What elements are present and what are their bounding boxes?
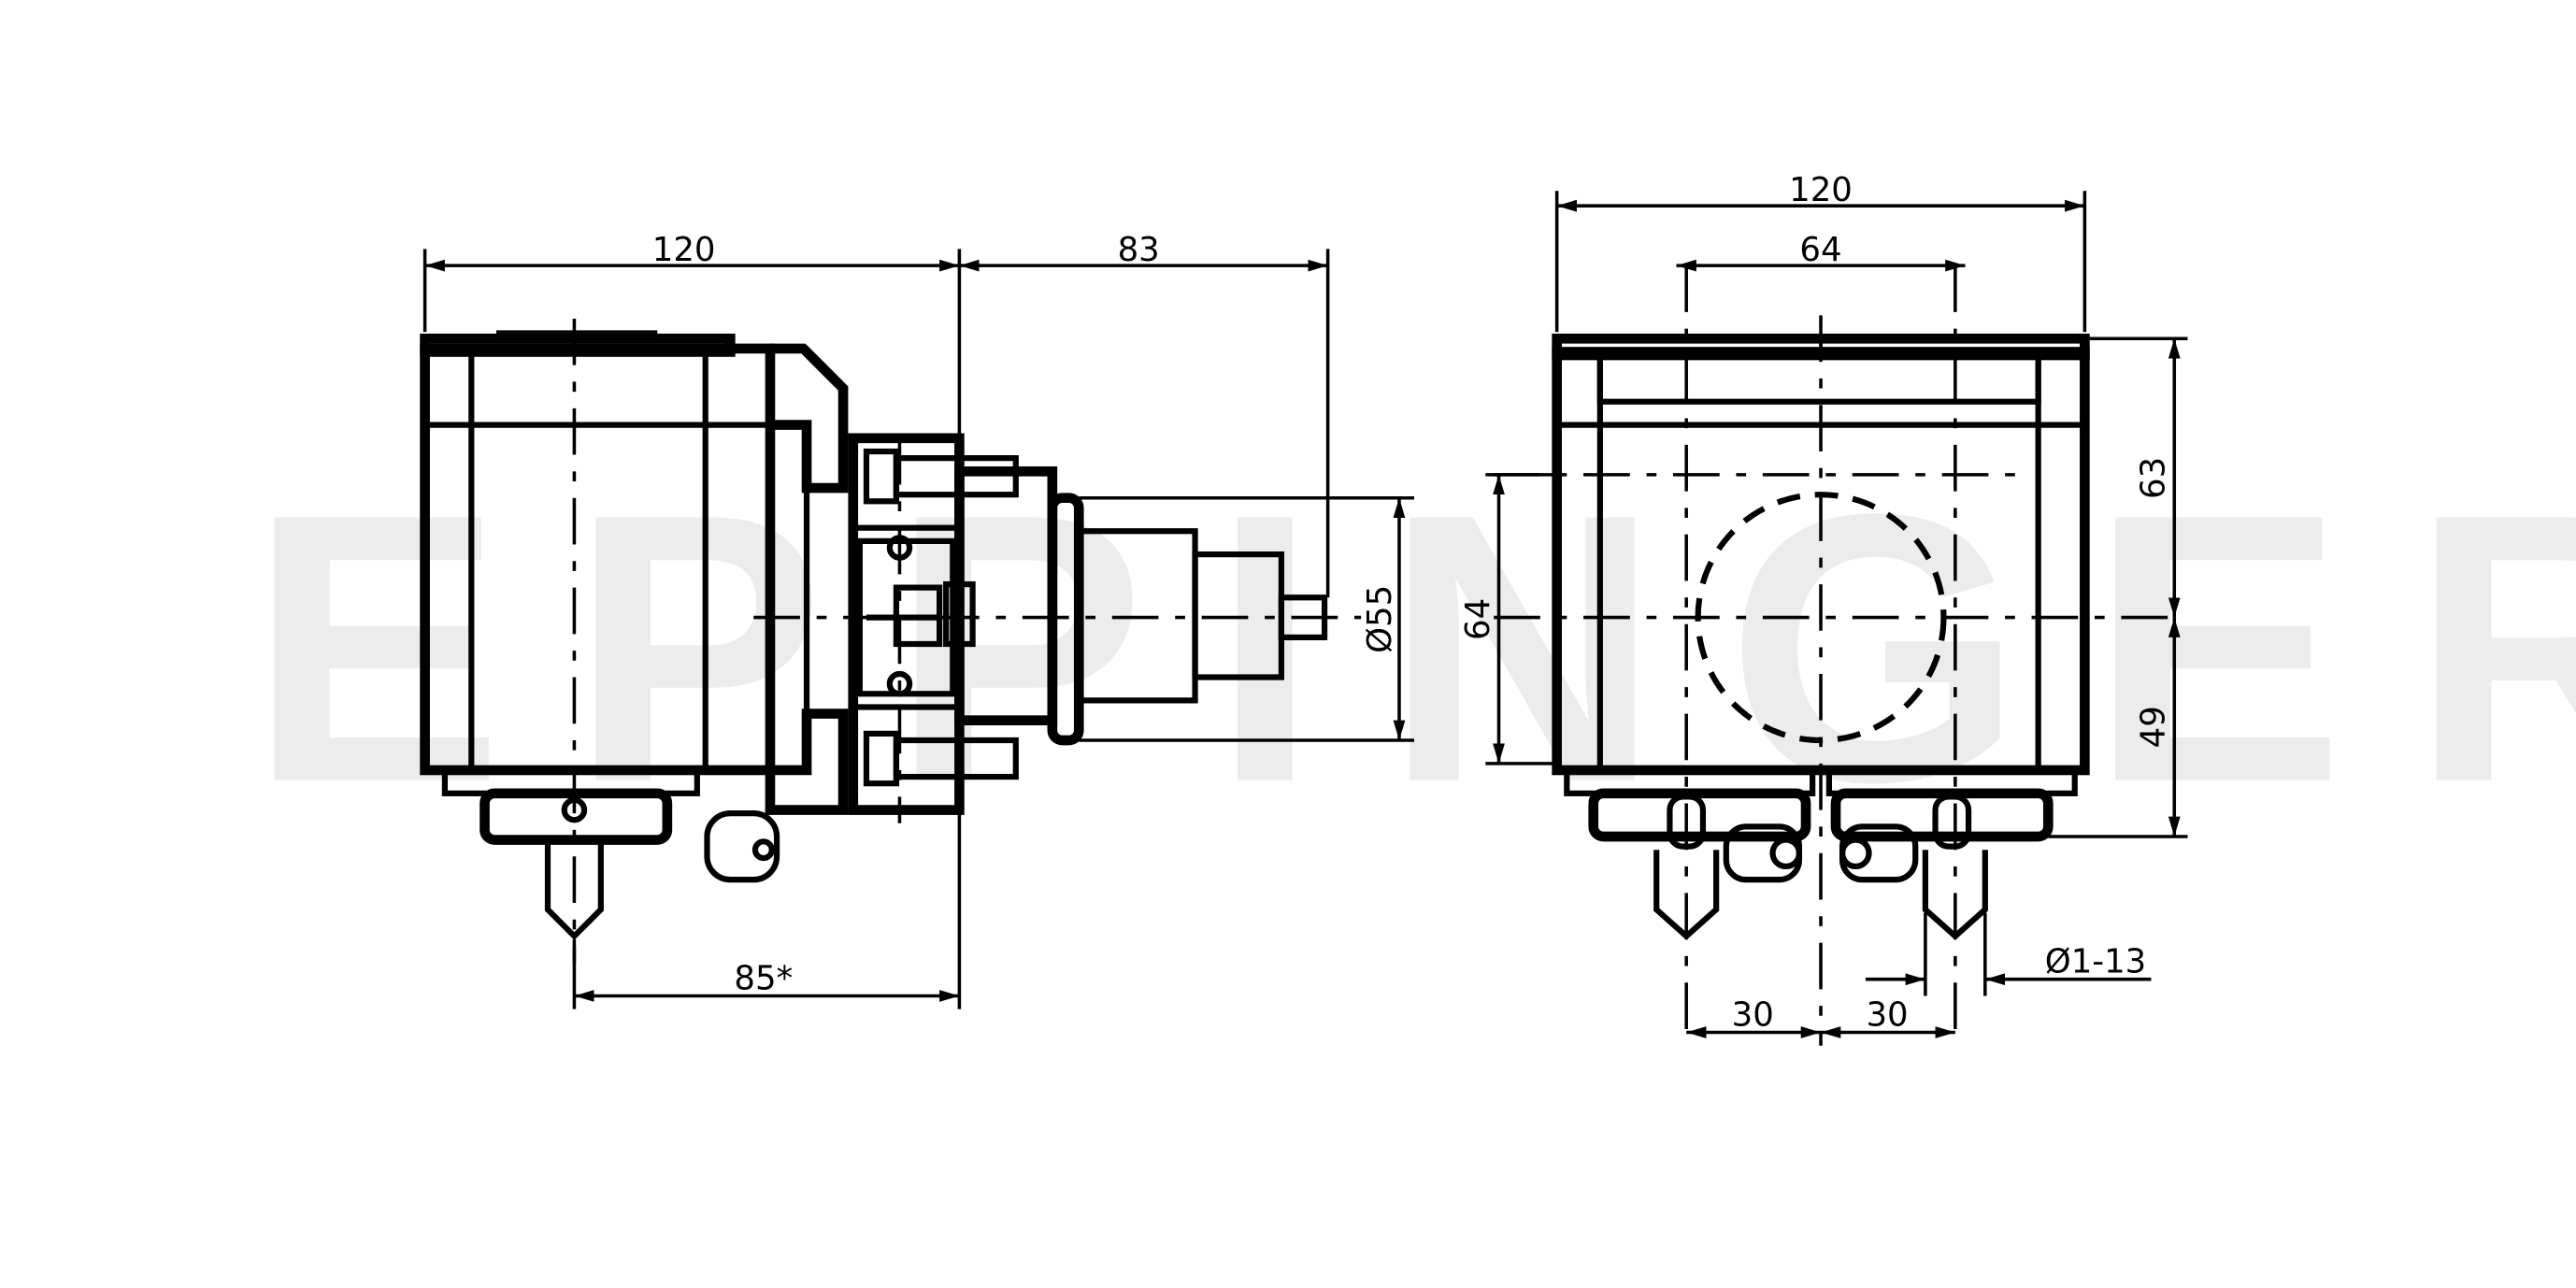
front-dim-coolant-label: Ø1-13 <box>2045 943 2147 981</box>
front-dim-offset-right-label: 30 <box>1866 995 1908 1034</box>
side-dim-spindle-label: 83 <box>1118 231 1160 269</box>
front-dim-offset-left-label: 30 <box>1732 995 1774 1034</box>
side-dim-diameter-label: Ø55 <box>1361 585 1399 653</box>
front-view <box>1494 265 2175 1046</box>
side-dimensions: 120 83 Ø55 85* <box>422 231 1414 1009</box>
front-dim-height-top-label: 63 <box>2135 457 2173 499</box>
side-dim-center-label: 85* <box>734 959 793 997</box>
front-dim-height-bottom-label: 49 <box>2135 706 2173 748</box>
front-dimensions: 120 64 64 63 49 Ø1-13 30 30 <box>1459 171 2188 1038</box>
front-dim-pitch-label: 64 <box>1799 231 1841 269</box>
side-top-cap <box>495 330 658 344</box>
front-dim-height-left-label: 64 <box>1459 598 1497 640</box>
side-dim-width-label: 120 <box>652 231 716 269</box>
front-dim-width-label: 120 <box>1789 171 1853 209</box>
side-view <box>420 318 1362 963</box>
